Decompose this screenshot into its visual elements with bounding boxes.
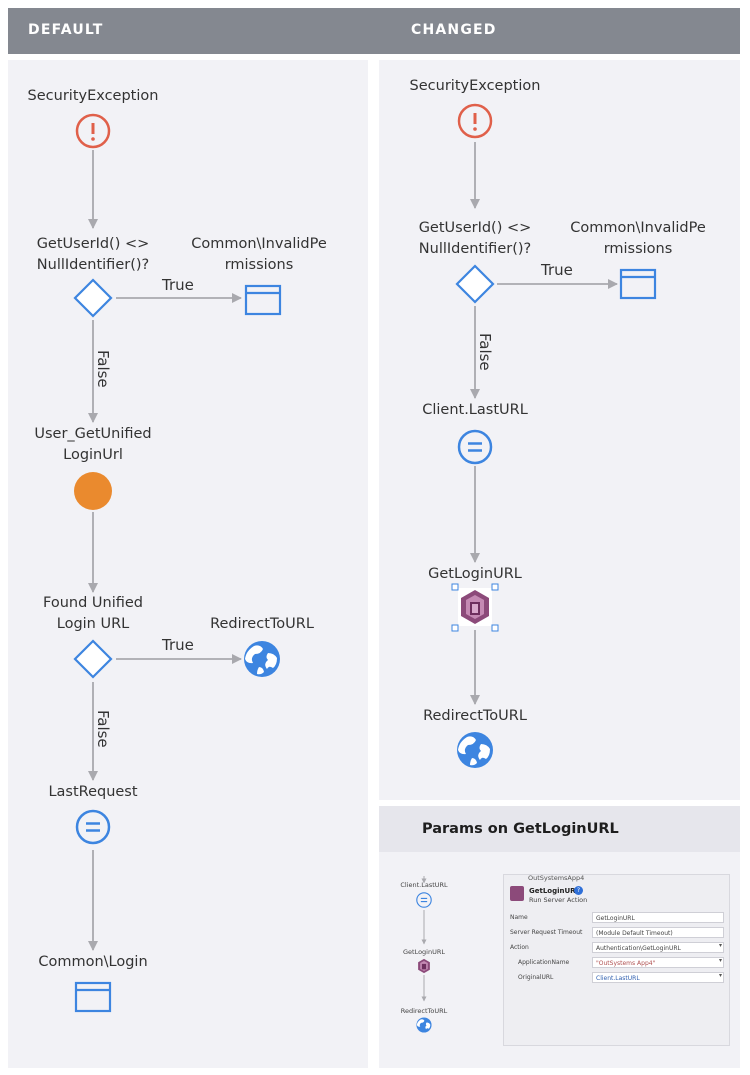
screen-destination-icon[interactable]	[619, 268, 657, 300]
exception-handler-icon[interactable]	[75, 113, 111, 149]
node-label-assign: LastRequest	[48, 784, 138, 800]
property-value-input[interactable]: GetLoginURL	[592, 912, 724, 923]
params-title: Params on GetLoginURL	[422, 821, 619, 837]
selection-handles[interactable]	[451, 583, 499, 632]
edge-label-false: False	[94, 710, 112, 748]
property-key: ApplicationName	[518, 959, 570, 966]
mini-globe-icon[interactable]	[416, 1017, 432, 1033]
property-key: Server Request Timeout	[510, 929, 583, 936]
property-value-input[interactable]: (Module Default Timeout)	[592, 927, 724, 938]
globe-destination-icon[interactable]	[244, 641, 280, 677]
edge-label-false: False	[94, 350, 112, 388]
globe-destination-icon[interactable]	[457, 732, 493, 768]
dropdown-arrow-icon[interactable]: ▾	[718, 942, 722, 949]
property-key: OriginalURL	[518, 974, 554, 981]
params-section-header: Params on GetLoginURL	[379, 806, 740, 852]
screen-destination-icon[interactable]	[74, 981, 112, 1013]
exception-handler-icon[interactable]	[457, 103, 493, 139]
mini-label-action: GetLoginURL	[402, 948, 445, 956]
screen-destination-icon[interactable]	[244, 284, 282, 316]
node-label-end: RedirectToURL	[423, 708, 527, 724]
module-name: OutSystemsApp4	[528, 874, 585, 882]
if-diamond-icon[interactable]	[73, 278, 113, 318]
edge-label-true: True	[541, 261, 573, 279]
comparison-header: DEFAULT CHANGED	[8, 8, 740, 54]
node-label-assign: Client.LastURL	[422, 402, 528, 418]
assign-icon[interactable]	[75, 809, 111, 845]
node-label-if1: GetUserId() <> NullIdentifier()?	[36, 236, 150, 273]
node-label-dest2: RedirectToURL	[210, 616, 314, 632]
property-row-name: Name GetLoginURL	[508, 912, 726, 924]
default-header-label: DEFAULT	[28, 22, 104, 38]
property-value-select[interactable]: Authentication\GetLoginURL	[592, 942, 724, 953]
property-row-timeout: Server Request Timeout (Module Default T…	[508, 927, 726, 939]
node-label-dest1: Common\InvalidPe rmissions	[570, 220, 706, 257]
node-label-action: User_GetUnified LoginUrl	[34, 426, 152, 463]
assign-icon[interactable]	[457, 429, 493, 465]
property-row-action: Action Authentication\GetLoginURL ▾	[508, 942, 726, 954]
mini-label-assign: Client.LastURL	[400, 881, 448, 889]
node-label-end: Common\Login	[38, 954, 148, 970]
mini-server-action-icon[interactable]	[418, 958, 430, 974]
edge-label-true: True	[162, 636, 194, 654]
mini-assign-icon[interactable]	[416, 892, 432, 908]
element-name-label: GetLoginURL	[529, 887, 581, 895]
property-key: Name	[510, 914, 528, 921]
property-value-input[interactable]: "OutSystems App4"	[592, 957, 724, 968]
property-key: Action	[510, 944, 529, 951]
mini-label-end: RedirectToURL	[400, 1007, 448, 1015]
if-diamond-icon[interactable]	[73, 639, 113, 679]
node-label-start: SecurityException	[27, 88, 159, 104]
edge-label-true: True	[162, 276, 194, 294]
property-value-input[interactable]: Client.LastURL	[592, 972, 724, 983]
if-diamond-icon[interactable]	[455, 264, 495, 304]
dropdown-arrow-icon[interactable]: ▾	[718, 972, 722, 979]
default-flow-panel	[8, 60, 368, 1068]
changed-flow-panel	[379, 60, 740, 800]
property-row-applicationname: ApplicationName "OutSystems App4" ▾	[508, 957, 726, 969]
properties-panel: OutSystemsApp4 GetLoginURL ? Run Server …	[503, 874, 730, 1046]
node-label-dest1: Common\InvalidPe rmissions	[191, 236, 327, 273]
changed-header-label: CHANGED	[411, 22, 497, 38]
node-label-action: GetLoginURL	[428, 566, 522, 582]
node-label-if1: GetUserId() <> NullIdentifier()?	[418, 220, 532, 257]
element-type-label: Run Server Action	[529, 896, 588, 904]
edge-label-false: False	[476, 333, 494, 371]
server-action-icon[interactable]	[458, 588, 492, 626]
server-action-icon	[510, 886, 524, 901]
help-icon[interactable]: ?	[574, 886, 583, 895]
action-circle-icon[interactable]	[74, 472, 112, 510]
node-label-if2: Found Unified Login URL	[43, 595, 143, 632]
property-row-originalurl: OriginalURL Client.LastURL ▾	[508, 972, 726, 984]
dropdown-arrow-icon[interactable]: ▾	[718, 957, 722, 964]
node-label-start: SecurityException	[409, 78, 541, 94]
